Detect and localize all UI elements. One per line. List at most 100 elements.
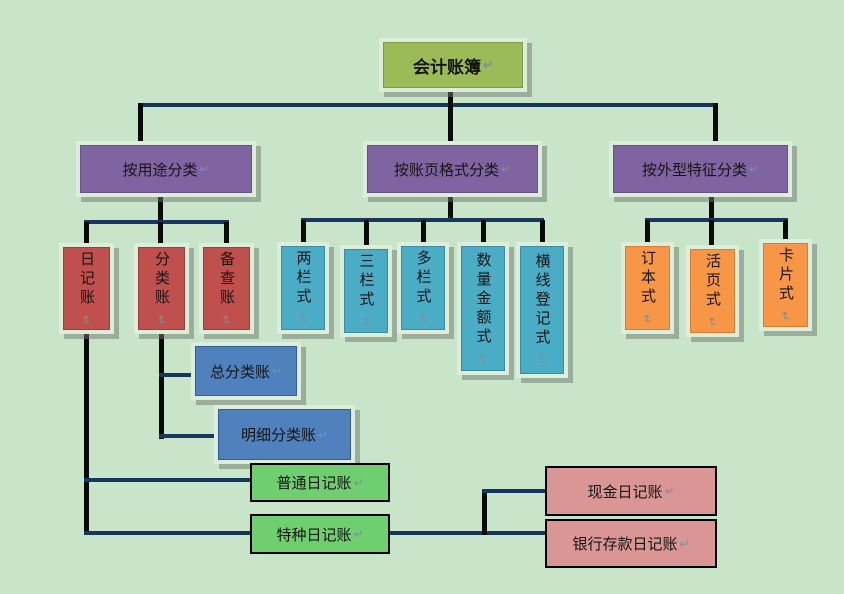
branch-by-page-format[interactable]: 按账页格式分类↵ [367,145,538,193]
connector-line [448,86,453,146]
connector-line [709,191,714,220]
leaf-frame: 横线登记式 ↵ [516,242,568,378]
branch-label: 按用途分类 [122,161,198,179]
leaf-frame: 日记账 ↵ [59,243,114,334]
connector-line [84,531,252,535]
return-mark-icon: ↵ [353,527,364,541]
node-card-type[interactable]: 卡片式 ↵ [763,243,808,327]
return-mark-icon: ↵ [535,354,549,366]
connector-line [158,191,163,222]
connector-line [224,222,229,249]
node-quantity-amount[interactable]: 数量金额式 ↵ [461,246,505,371]
node-reference-book[interactable]: 备查账 ↵ [203,247,250,330]
connector-line [713,103,718,147]
node-subsidiary-ledger[interactable]: 明细分类账↵ [218,409,351,460]
node-special-journal[interactable]: 特种日记账↵ [250,514,390,554]
return-mark-icon: ↵ [79,314,94,325]
return-mark-icon: ↵ [219,314,234,325]
node-general-ledger[interactable]: 总分类账↵ [195,346,297,396]
node-label: 数量金额式 [474,251,492,347]
branch-frame: 按用途分类↵ [76,141,256,197]
node-label: 三栏式 [357,253,375,310]
connector-line [645,218,788,222]
node-label: 卡片式 [777,247,794,304]
connector-line [301,220,306,248]
return-mark-icon: ↵ [778,310,793,322]
node-journal[interactable]: 日记账 ↵ [63,247,110,330]
connector-line [388,531,547,535]
node-two-column[interactable]: 两栏式 ↵ [281,246,325,330]
connector-line [84,222,89,249]
leaf-frame: 卡片式 ↵ [759,239,812,331]
branch-frame: 按外型特征分类↵ [609,141,792,197]
node-line-register[interactable]: 横线登记式 ↵ [520,246,564,374]
node-general-journal[interactable]: 普通日记账↵ [250,463,390,502]
connector-line [364,220,369,251]
return-mark-icon: ↵ [748,162,760,176]
root-accounting-books[interactable]: 会计账簿↵ [383,42,523,88]
branch-by-appearance[interactable]: 按外型特征分类↵ [613,145,788,193]
connector-line [84,329,89,535]
node-label: 横线登记式 [533,253,551,348]
connector-line [448,191,453,220]
node-three-column[interactable]: 三栏式 ↵ [344,249,388,333]
return-mark-icon: ↵ [296,313,310,325]
node-label: 活页式 [704,253,721,310]
node-cash-journal[interactable]: 现金日记账↵ [545,466,717,516]
node-label: 明细分类账 [240,427,316,444]
node-bound-book[interactable]: 订本式 ↵ [625,246,670,330]
node-label: 银行存款日记账 [572,536,678,553]
node-multi-column[interactable]: 多栏式 ↵ [401,246,445,330]
node-bank-deposit-journal[interactable]: 银行存款日记账↵ [545,519,717,568]
return-mark-icon: ↵ [317,427,329,442]
sub-frame: 总分类账↵ [191,342,301,400]
return-mark-icon: ↵ [482,58,494,72]
node-label: 日记账 [78,250,95,308]
leaf-frame: 订本式 ↵ [621,242,674,334]
connector-line [421,220,426,248]
return-mark-icon: ↵ [705,316,720,328]
branch-by-purpose[interactable]: 按用途分类↵ [80,145,252,193]
return-mark-icon: ↵ [353,475,364,490]
branch-label: 按账页格式分类 [393,161,499,179]
branch-frame: 按账页格式分类↵ [363,141,542,197]
return-mark-icon: ↵ [271,364,283,378]
connector-line-top [140,103,718,107]
return-mark-icon: ↵ [640,313,655,325]
connector-line [84,220,229,224]
branch-label: 按外型特征分类 [641,161,747,179]
leaf-frame: 数量金额式 ↵ [457,242,509,375]
return-mark-icon: ↵ [199,162,210,176]
return-mark-icon: ↵ [359,316,373,328]
leaf-frame: 分类账 ↵ [134,243,189,334]
leaf-frame: 多栏式 ↵ [397,242,449,334]
leaf-frame: 三栏式 ↵ [340,245,392,337]
node-label: 订本式 [639,250,656,307]
sub-frame: 明细分类账↵ [214,405,355,464]
leaf-frame: 两栏式 ↵ [277,242,329,334]
connector-line [159,434,221,438]
connector-line [84,478,252,482]
node-label: 现金日记账 [587,483,663,501]
node-label: 备查账 [218,250,235,308]
root-label: 会计账簿 [412,57,481,77]
node-ledger[interactable]: 分类账 ↵ [138,247,185,330]
return-mark-icon: ↵ [154,314,169,325]
connector-line [138,103,143,147]
connector-line [482,489,547,493]
connector-line [481,220,486,248]
connector-line [159,373,199,377]
connector-line [540,220,545,248]
return-mark-icon: ↵ [500,162,512,176]
node-label: 多栏式 [414,250,432,307]
node-loose-leaf[interactable]: 活页式 ↵ [690,249,735,333]
connector-line [645,220,650,248]
node-label: 两栏式 [294,250,312,307]
return-mark-icon: ↵ [476,353,490,364]
node-label: 普通日记账 [276,475,352,492]
connector-line [783,220,788,245]
return-mark-icon: ↵ [679,536,690,551]
root-box-frame: 会计账簿↵ [379,38,527,92]
node-label: 分类账 [153,250,170,308]
node-label: 特种日记账 [276,526,352,544]
